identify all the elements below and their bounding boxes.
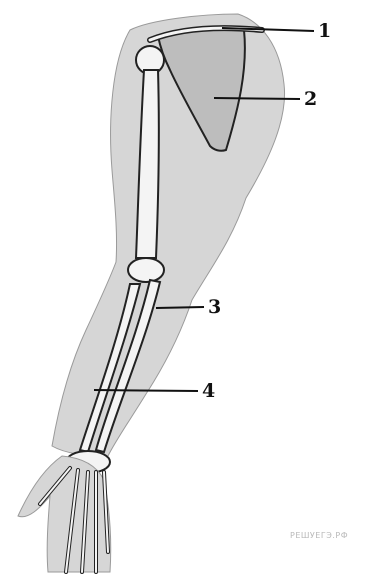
leader-line-4 bbox=[94, 390, 198, 391]
label-4: 4 bbox=[202, 382, 215, 401]
elbow-joint bbox=[128, 258, 164, 282]
label-2: 2 bbox=[304, 90, 317, 109]
leader-line-3 bbox=[156, 307, 204, 308]
label-1: 1 bbox=[318, 22, 331, 41]
watermark: РЕШУЕГЭ.РФ bbox=[290, 531, 348, 540]
label-3: 3 bbox=[208, 298, 221, 317]
arm-silhouette bbox=[52, 14, 285, 456]
leader-line-2 bbox=[214, 98, 300, 99]
